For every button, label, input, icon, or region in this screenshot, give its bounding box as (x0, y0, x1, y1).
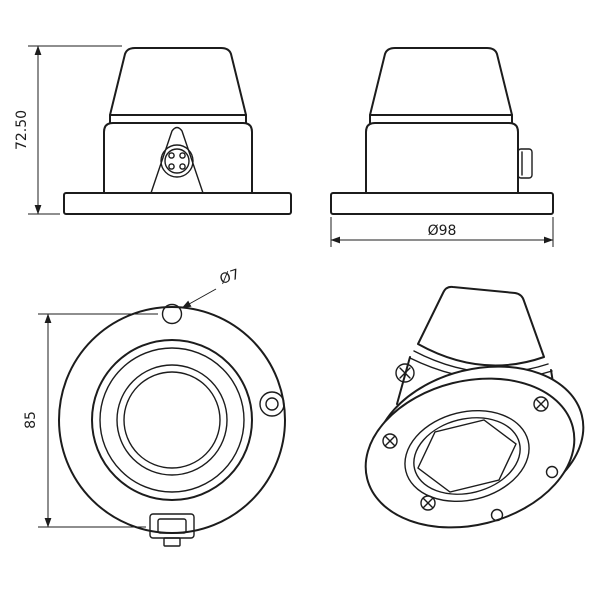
front-height-label: 72.50 (14, 110, 30, 150)
front-connector-gusset (150, 126, 204, 194)
side-flange (330, 192, 554, 215)
front-connector-pin (179, 152, 186, 159)
isometric-view (364, 285, 585, 529)
iso-screw (382, 433, 398, 449)
top-hole-label: Ø7 (218, 267, 242, 288)
front-body (103, 122, 253, 194)
top-mounting-hole (161, 303, 183, 325)
top-lens-ring-inner (123, 371, 221, 469)
top-lens-ring-outer (99, 347, 245, 493)
iso-recess-ring-outer (404, 409, 530, 503)
front-flange (63, 192, 292, 215)
iso-dome-cap (417, 285, 545, 367)
top-spacing-label: 85 (23, 411, 39, 429)
front-connector-outer (160, 144, 194, 178)
top-spacing-dimension: 85 (23, 313, 158, 528)
side-diameter-label: Ø98 (428, 223, 457, 239)
iso-screw (420, 495, 436, 511)
front-height-dimension: 72.50 (14, 45, 122, 215)
front-connector-inner (164, 148, 190, 174)
top-connector-tab (163, 537, 181, 547)
front-dome-cap (109, 47, 247, 116)
top-connector-body (149, 513, 195, 539)
iso-hexagon-socket (417, 419, 517, 493)
iso-connector-screw (395, 363, 415, 383)
side-view: Ø98 (330, 47, 554, 247)
iso-connector-screw-cross (399, 367, 411, 379)
top-body-circle (91, 339, 253, 501)
side-body (365, 122, 519, 194)
top-hole-dimension: Ø7 (181, 267, 242, 309)
front-view: 72.50 (14, 45, 292, 215)
iso-screw (533, 396, 549, 412)
iso-flange-screws (382, 396, 559, 522)
iso-recess-ring-inner (413, 417, 521, 495)
front-connector-pin (179, 163, 186, 170)
iso-hole (490, 508, 504, 522)
front-connector-pin (168, 163, 175, 170)
top-side-hole-inner (265, 397, 279, 411)
top-side-hole-outer (259, 391, 285, 417)
side-connector (517, 148, 533, 179)
side-dome-cap (369, 47, 513, 116)
iso-hole (545, 465, 559, 479)
top-lens-ring-mid (116, 364, 228, 476)
top-connector-inner (157, 518, 187, 534)
side-diameter-dimension: Ø98 (330, 217, 554, 247)
top-view: Ø7 85 (23, 267, 286, 547)
front-connector-pin (168, 152, 175, 159)
